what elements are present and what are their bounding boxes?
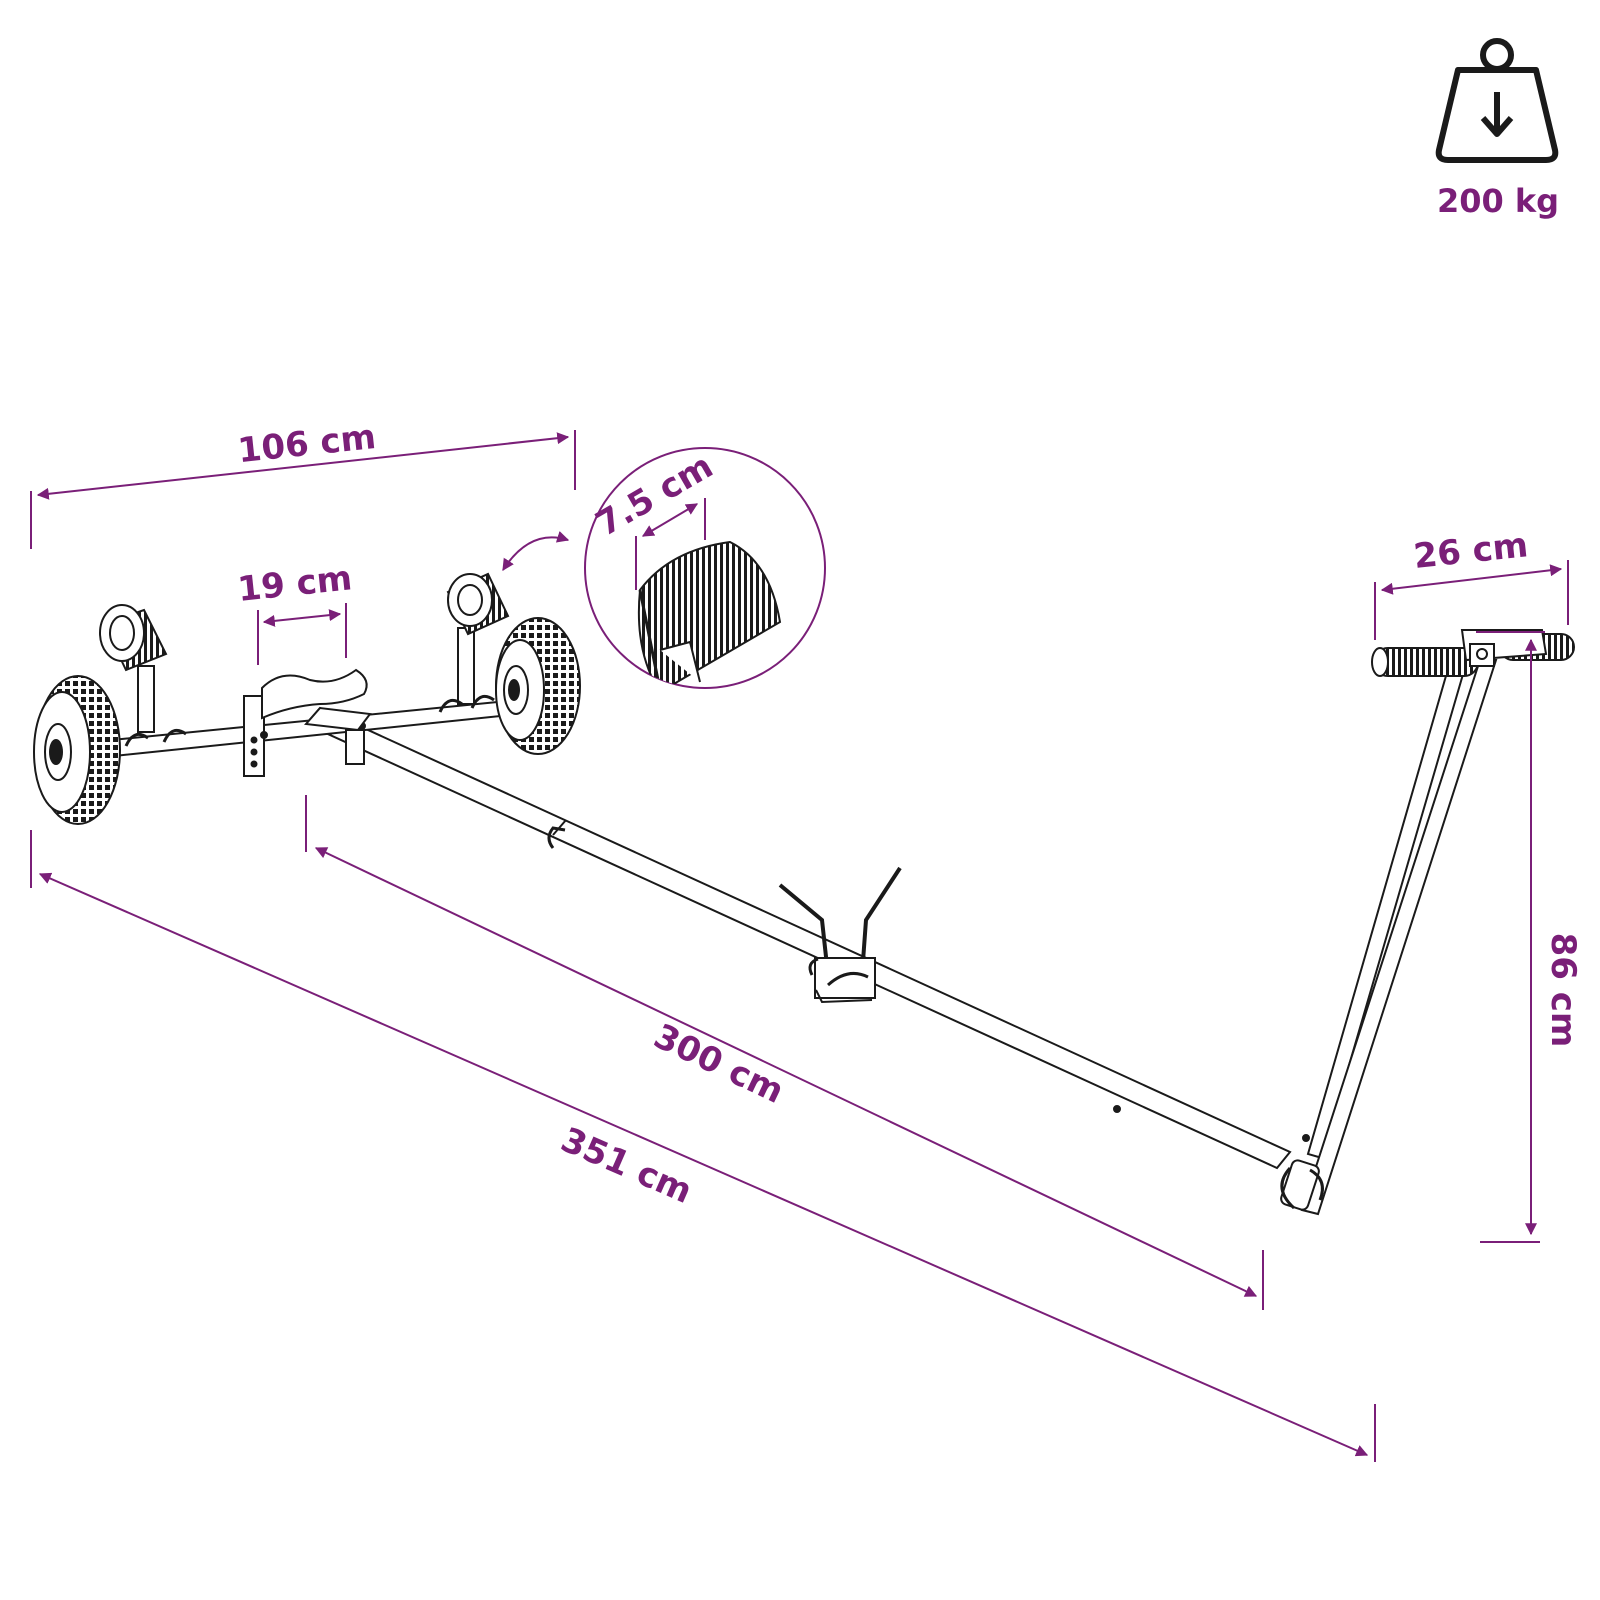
dimension-lines [30, 430, 1569, 1462]
axle [110, 627, 522, 777]
weight-icon [1435, 38, 1559, 163]
roller-spacing-label: 19 cm [236, 558, 354, 610]
right-side-roller [446, 572, 510, 636]
handle-height-label: 86 cm [1543, 933, 1583, 1048]
handle-width-label: 26 cm [1412, 525, 1530, 577]
left-side-roller [99, 604, 168, 672]
left-wheel [33, 675, 121, 825]
trolley-drawing [33, 447, 1575, 1216]
drawbar [304, 706, 1292, 1170]
handle-assembly [1280, 629, 1575, 1216]
axle-width-label: 106 cm [236, 417, 378, 471]
total-length-label: 351 cm [555, 1120, 698, 1212]
weight-capacity-label: 200 kg [1437, 182, 1559, 220]
right-wheel [495, 617, 581, 755]
